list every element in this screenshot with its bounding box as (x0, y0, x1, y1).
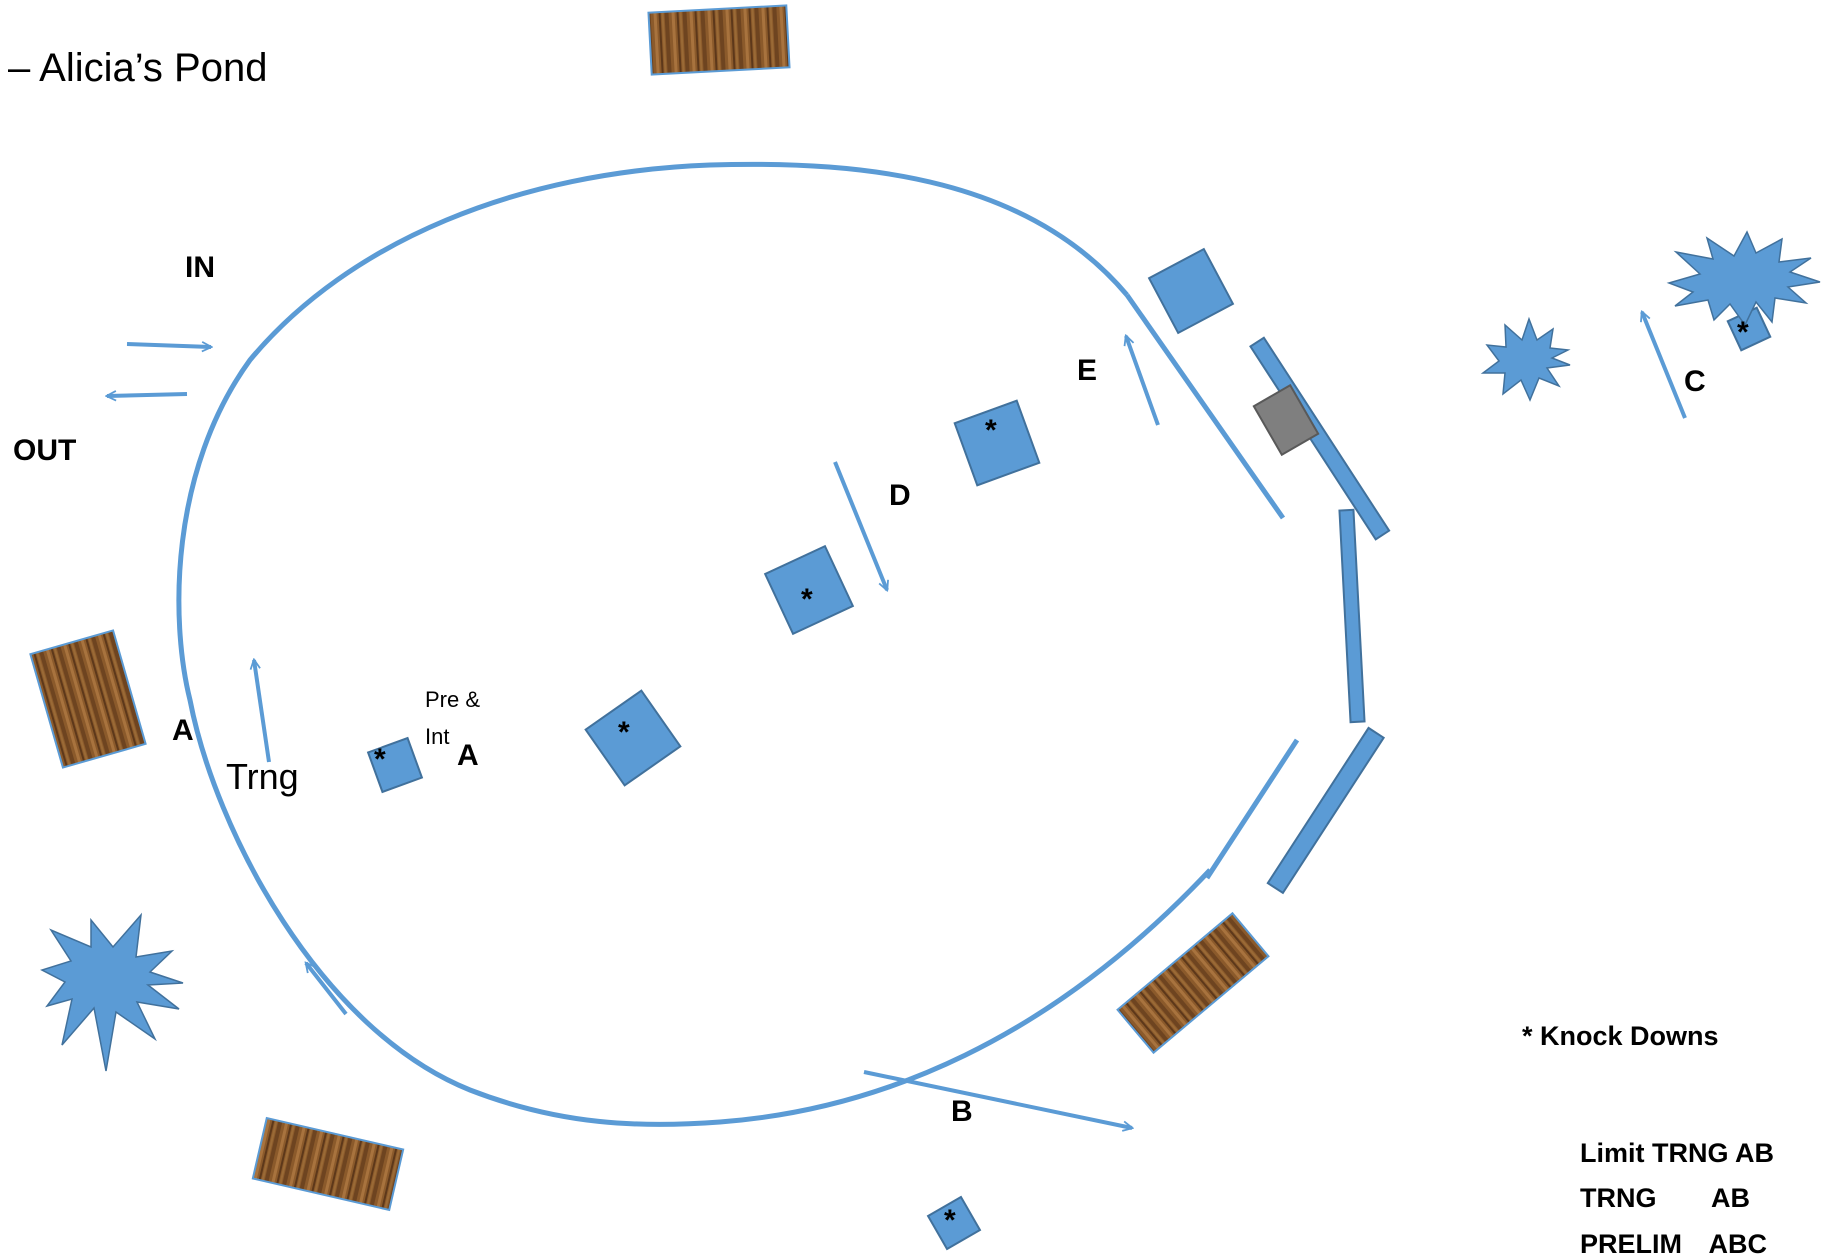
trng-label: Trng (226, 756, 299, 797)
bush-starburst (40, 912, 184, 1072)
out-arrow (107, 394, 188, 396)
legend-knock-downs: * Knock Downs (1522, 1021, 1719, 1051)
obstacle-label-e: E (1077, 354, 1098, 387)
knock-down-mark: * (1737, 316, 1749, 349)
trng-arrow (254, 660, 271, 763)
knock-down-square (763, 544, 855, 636)
log (251, 1116, 405, 1212)
e-arrow (1126, 336, 1160, 426)
knock-down-mark: * (374, 743, 386, 776)
d-arrow (833, 461, 887, 590)
knock-down-mark: * (801, 583, 813, 616)
dock-plank (1266, 726, 1386, 895)
dock-plank (1338, 508, 1366, 724)
knock-down-square (584, 689, 682, 787)
obstacle-label-c: C (1684, 365, 1706, 398)
grey-block (1252, 383, 1320, 457)
legend-limit-line: Limit TRNG AB (1580, 1138, 1774, 1168)
legend-limit-line: TRNG AB (1580, 1183, 1750, 1213)
dock-platform (1147, 247, 1235, 335)
knock-down-square (366, 736, 424, 794)
log (29, 629, 147, 769)
bush-starburst (1480, 316, 1571, 402)
in-label: IN (185, 251, 215, 284)
knock-down-mark: * (944, 1204, 956, 1237)
knock-down-square (953, 399, 1041, 487)
c-arrow (1642, 312, 1687, 419)
pre-int-label-line2: Int (425, 724, 450, 749)
pond-bank-line (1204, 738, 1300, 880)
obstacle-label-a-inner: A (457, 739, 479, 772)
knock-down-mark: * (985, 414, 997, 447)
legend-limit-line: PRELIM ABC (1580, 1229, 1767, 1259)
knock-down-square (926, 1195, 982, 1251)
pre-int-label-line1: Pre & (425, 687, 481, 712)
log (1116, 911, 1270, 1055)
obstacle-label-d: D (889, 479, 911, 512)
pond-outline (176, 161, 1212, 1127)
pond-bank-line (1124, 293, 1286, 520)
bush-starburst (1666, 230, 1821, 327)
b-arrow (863, 1070, 1132, 1128)
knock-down-mark: * (618, 716, 630, 749)
log (647, 4, 791, 76)
dock-plank (1249, 336, 1391, 541)
page-title: – Alicia’s Pond (8, 46, 268, 90)
obstacle-label-b: B (951, 1095, 973, 1128)
out-label: OUT (13, 434, 77, 467)
obstacle-label-a: A (172, 714, 194, 747)
course-arrow (306, 963, 348, 1016)
in-arrow (126, 344, 211, 347)
